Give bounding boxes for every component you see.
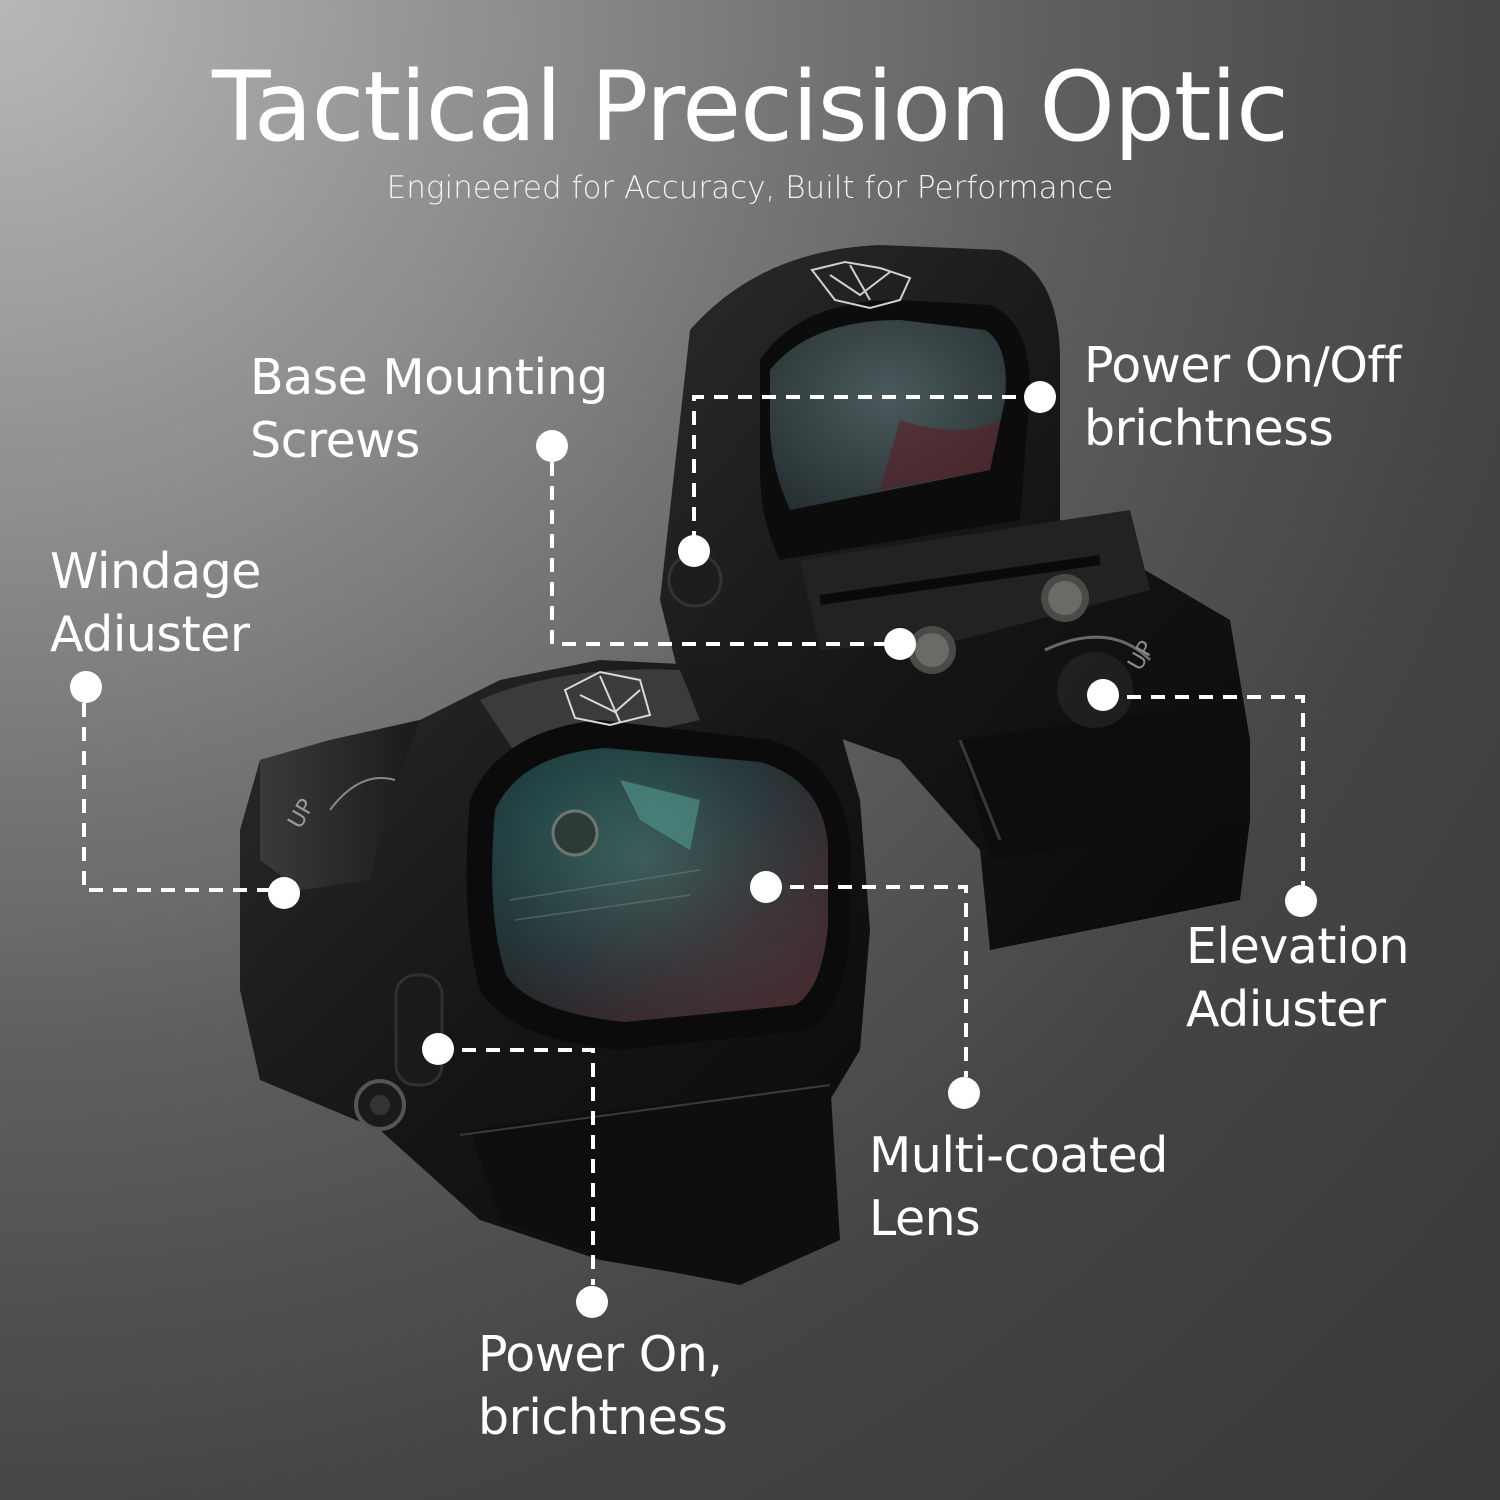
callout-dot-base-screws-target[interactable]	[884, 628, 916, 660]
rear-optic: UP	[660, 245, 1250, 950]
callout-dot-lens-target[interactable]	[750, 871, 782, 903]
callout-dot-power-onoff-label[interactable]	[1024, 381, 1056, 413]
callout-label-power-on-brightness: Power On, brichtness	[478, 1326, 728, 1446]
callout-label-multi-coated-lens: Multi-coated Lens	[869, 1127, 1168, 1247]
callout-dot-windage-target[interactable]	[268, 877, 300, 909]
page-title: Tactical Precision Optic	[212, 51, 1289, 163]
callout-dot-elevation-label[interactable]	[1285, 885, 1317, 917]
callout-dot-power-onoff-target[interactable]	[678, 535, 710, 567]
callout-dot-elevation-target[interactable]	[1087, 679, 1119, 711]
callout-dot-power-on-label[interactable]	[576, 1286, 608, 1318]
callout-dot-power-on-target[interactable]	[422, 1033, 454, 1065]
leader-lines	[82, 395, 1305, 1285]
callout-label-base-mounting-screws: Base Mounting Screws	[250, 349, 608, 469]
callout-dot-lens-label[interactable]	[948, 1077, 980, 1109]
callout-label-power-on-off: Power On/Off brichtness	[1084, 337, 1401, 457]
callout-label-elevation-adjuster: Elevation Adiuster	[1186, 918, 1410, 1038]
page-subtitle: Engineered for Accuracy, Built for Perfo…	[386, 170, 1114, 206]
callout-dot-base-screws-label[interactable]	[536, 430, 568, 462]
front-optic: UP	[240, 660, 870, 1285]
callout-dot-windage-label[interactable]	[70, 671, 102, 703]
callout-label-windage-adjuster: Windage Adiuster	[50, 543, 261, 663]
